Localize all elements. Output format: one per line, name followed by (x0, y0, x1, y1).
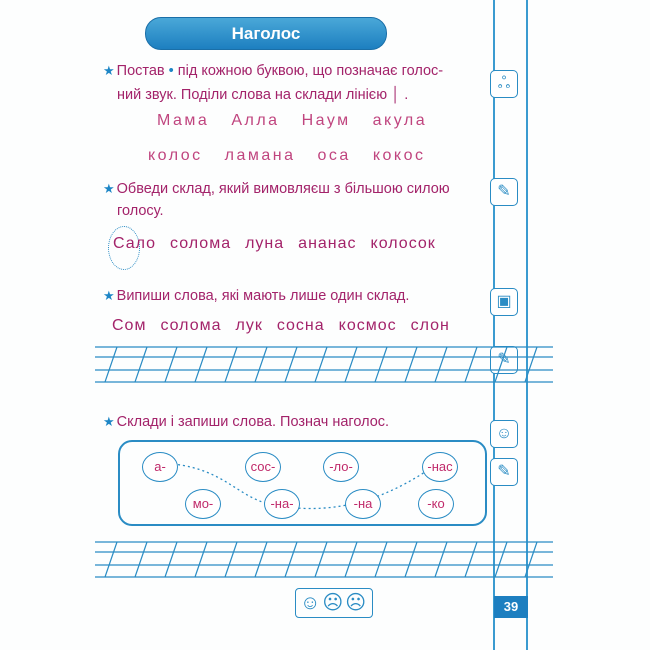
task2-instruction-line2: голосу. (117, 203, 164, 219)
self-assessment-faces: ☺☹☹ (295, 588, 373, 618)
star-icon: ★ (103, 181, 115, 196)
page-number: 39 (494, 596, 528, 618)
margin-line (526, 0, 528, 650)
speak-icon: ஃ (490, 70, 518, 98)
star-icon: ★ (103, 288, 115, 303)
margin-line (493, 0, 495, 650)
star-icon: ★ (103, 63, 115, 78)
syllable-card: мо- (185, 489, 221, 519)
syllable-card: сос- (245, 452, 281, 482)
smiley-faces-icon: ☺ (490, 420, 518, 448)
dotted-path (172, 463, 449, 510)
syllable-card: -нас (422, 452, 458, 482)
page-title: Наголос (145, 17, 387, 50)
star-icon: ★ (103, 414, 115, 429)
task4-instruction: ★Склади і запиши слова. Познач наголос. (103, 414, 390, 430)
writing-lines (95, 541, 553, 578)
task1-instruction: ★Постав • під кожною буквою, що позначає… (103, 63, 444, 79)
syllable-card: -на (345, 489, 381, 519)
pencil-icon: ✎ (490, 178, 518, 206)
task3-instruction: ★Випиши слова, які мають лише один склад… (103, 288, 410, 304)
syllable-card: а- (142, 452, 178, 482)
task1-instruction-line2: ний звук. Поділи слова на склади лінією … (117, 87, 409, 103)
syllable-card: -ло- (323, 452, 359, 482)
syllable-card: -ко (418, 489, 454, 519)
pencil-icon: ✎ (490, 458, 518, 486)
cube-icon: ▣ (490, 288, 518, 316)
dotted-oval (108, 226, 140, 270)
writing-lines (95, 346, 553, 383)
task2-instruction: ★Обведи склад, який вимовляєш з більшою … (103, 181, 450, 197)
syllable-card: -на- (264, 489, 300, 519)
syllable-box (118, 440, 487, 526)
